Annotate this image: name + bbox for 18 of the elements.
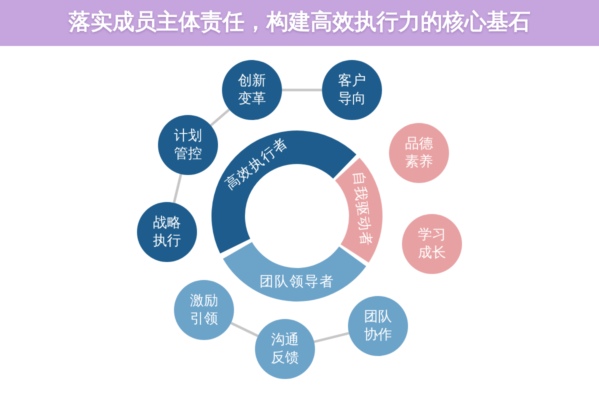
connector-line bbox=[210, 108, 230, 126]
topic-label: 团队协作 bbox=[363, 308, 393, 344]
topic-label: 沟通反馈 bbox=[270, 330, 300, 368]
segment-label: 团队领导者 bbox=[260, 274, 334, 289]
topic-label: 品德素养 bbox=[404, 134, 434, 172]
connector-line bbox=[282, 88, 322, 92]
title: 落实成员主体责任，构建高效执行力的核心基石 bbox=[68, 10, 530, 36]
segment-label: 高效执行者 bbox=[222, 136, 290, 193]
connector-line bbox=[230, 322, 259, 338]
topic-label: 学习成长 bbox=[417, 226, 447, 262]
topic-label: 战略执行 bbox=[152, 214, 182, 250]
segment-label: 自我驱动者 bbox=[352, 171, 374, 248]
connector-line bbox=[314, 332, 350, 344]
topic-label: 计划管控 bbox=[173, 126, 203, 164]
topic-label: 客户导向 bbox=[337, 72, 367, 108]
connector-line bbox=[172, 174, 182, 204]
topic-label: 创新变革 bbox=[237, 72, 267, 108]
topic-label: 激励引领 bbox=[189, 292, 219, 328]
